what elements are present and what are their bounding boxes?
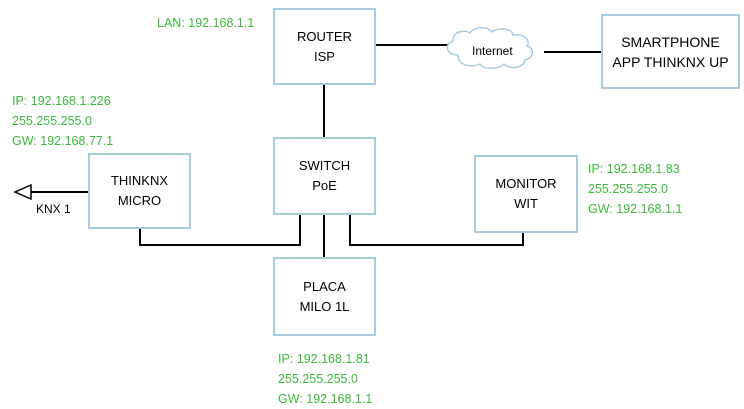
placa-label-line2: MILO 1L [299, 298, 350, 314]
thinknx-label-line2: MICRO [117, 193, 162, 208]
monitor-ip: IP: 192.168.1.83 [588, 162, 680, 176]
thinknx-ip: IP: 192.168.1.226 [12, 94, 111, 108]
switch-label-line2: PoE [312, 178, 337, 193]
switch-label-line1: SWITCH [298, 158, 351, 173]
router-label-line2: ISP [314, 48, 335, 64]
arrow-left-icon [13, 183, 32, 201]
thinknx-mask: 255.255.255.0 [12, 114, 92, 128]
thinknx-label-line1: THINKNX [110, 173, 169, 188]
placa-network-info: IP: 192.168.1.81 255.255.255.0 GW: 192.1… [278, 349, 372, 409]
router-box: ROUTER ISP [273, 8, 376, 85]
switch-box: SWITCH PoE [273, 137, 376, 215]
placa-box: PLACA MILO 1L [273, 257, 376, 336]
monitor-box: MONITOR WIT [474, 155, 578, 233]
placa-gateway: GW: 192.168.1.1 [278, 392, 373, 406]
router-lan-ip: LAN: 192.168.1.1 [157, 16, 255, 30]
internet-label: Internet [472, 44, 513, 58]
link-switch-monitor [349, 215, 524, 246]
monitor-network-info: IP: 192.168.1.83 255.255.255.0 GW: 192.1… [588, 159, 682, 219]
placa-ip: IP: 192.168.1.81 [278, 352, 370, 366]
router-label-line1: ROUTER [297, 28, 352, 44]
monitor-label-line1: MONITOR [495, 176, 557, 191]
monitor-gateway: GW: 192.168.1.1 [588, 202, 683, 216]
placa-label-line1: PLACA [303, 278, 346, 294]
router-lan-info: LAN: 192.168.1.1 [157, 13, 254, 33]
smartphone-label-line2: APP THINKNX UP [612, 53, 729, 70]
monitor-label-line2: WIT [514, 196, 538, 211]
placa-mask: 255.255.255.0 [278, 372, 358, 386]
smartphone-label-line1: SMARTPHONE [621, 33, 720, 50]
smartphone-box: SMARTPHONE APP THINKNX UP [601, 14, 740, 89]
thinknx-gateway: GW: 192.168.77.1 [12, 134, 114, 148]
monitor-mask: 255.255.255.0 [588, 182, 668, 196]
thinknx-box: THINKNX MICRO [88, 153, 191, 229]
knx-label: KNX 1 [36, 202, 71, 216]
thinknx-network-info: IP: 192.168.1.226 255.255.255.0 GW: 192.… [12, 91, 113, 151]
cloud-icon [446, 26, 534, 70]
link-switch-thinknx [139, 215, 301, 246]
